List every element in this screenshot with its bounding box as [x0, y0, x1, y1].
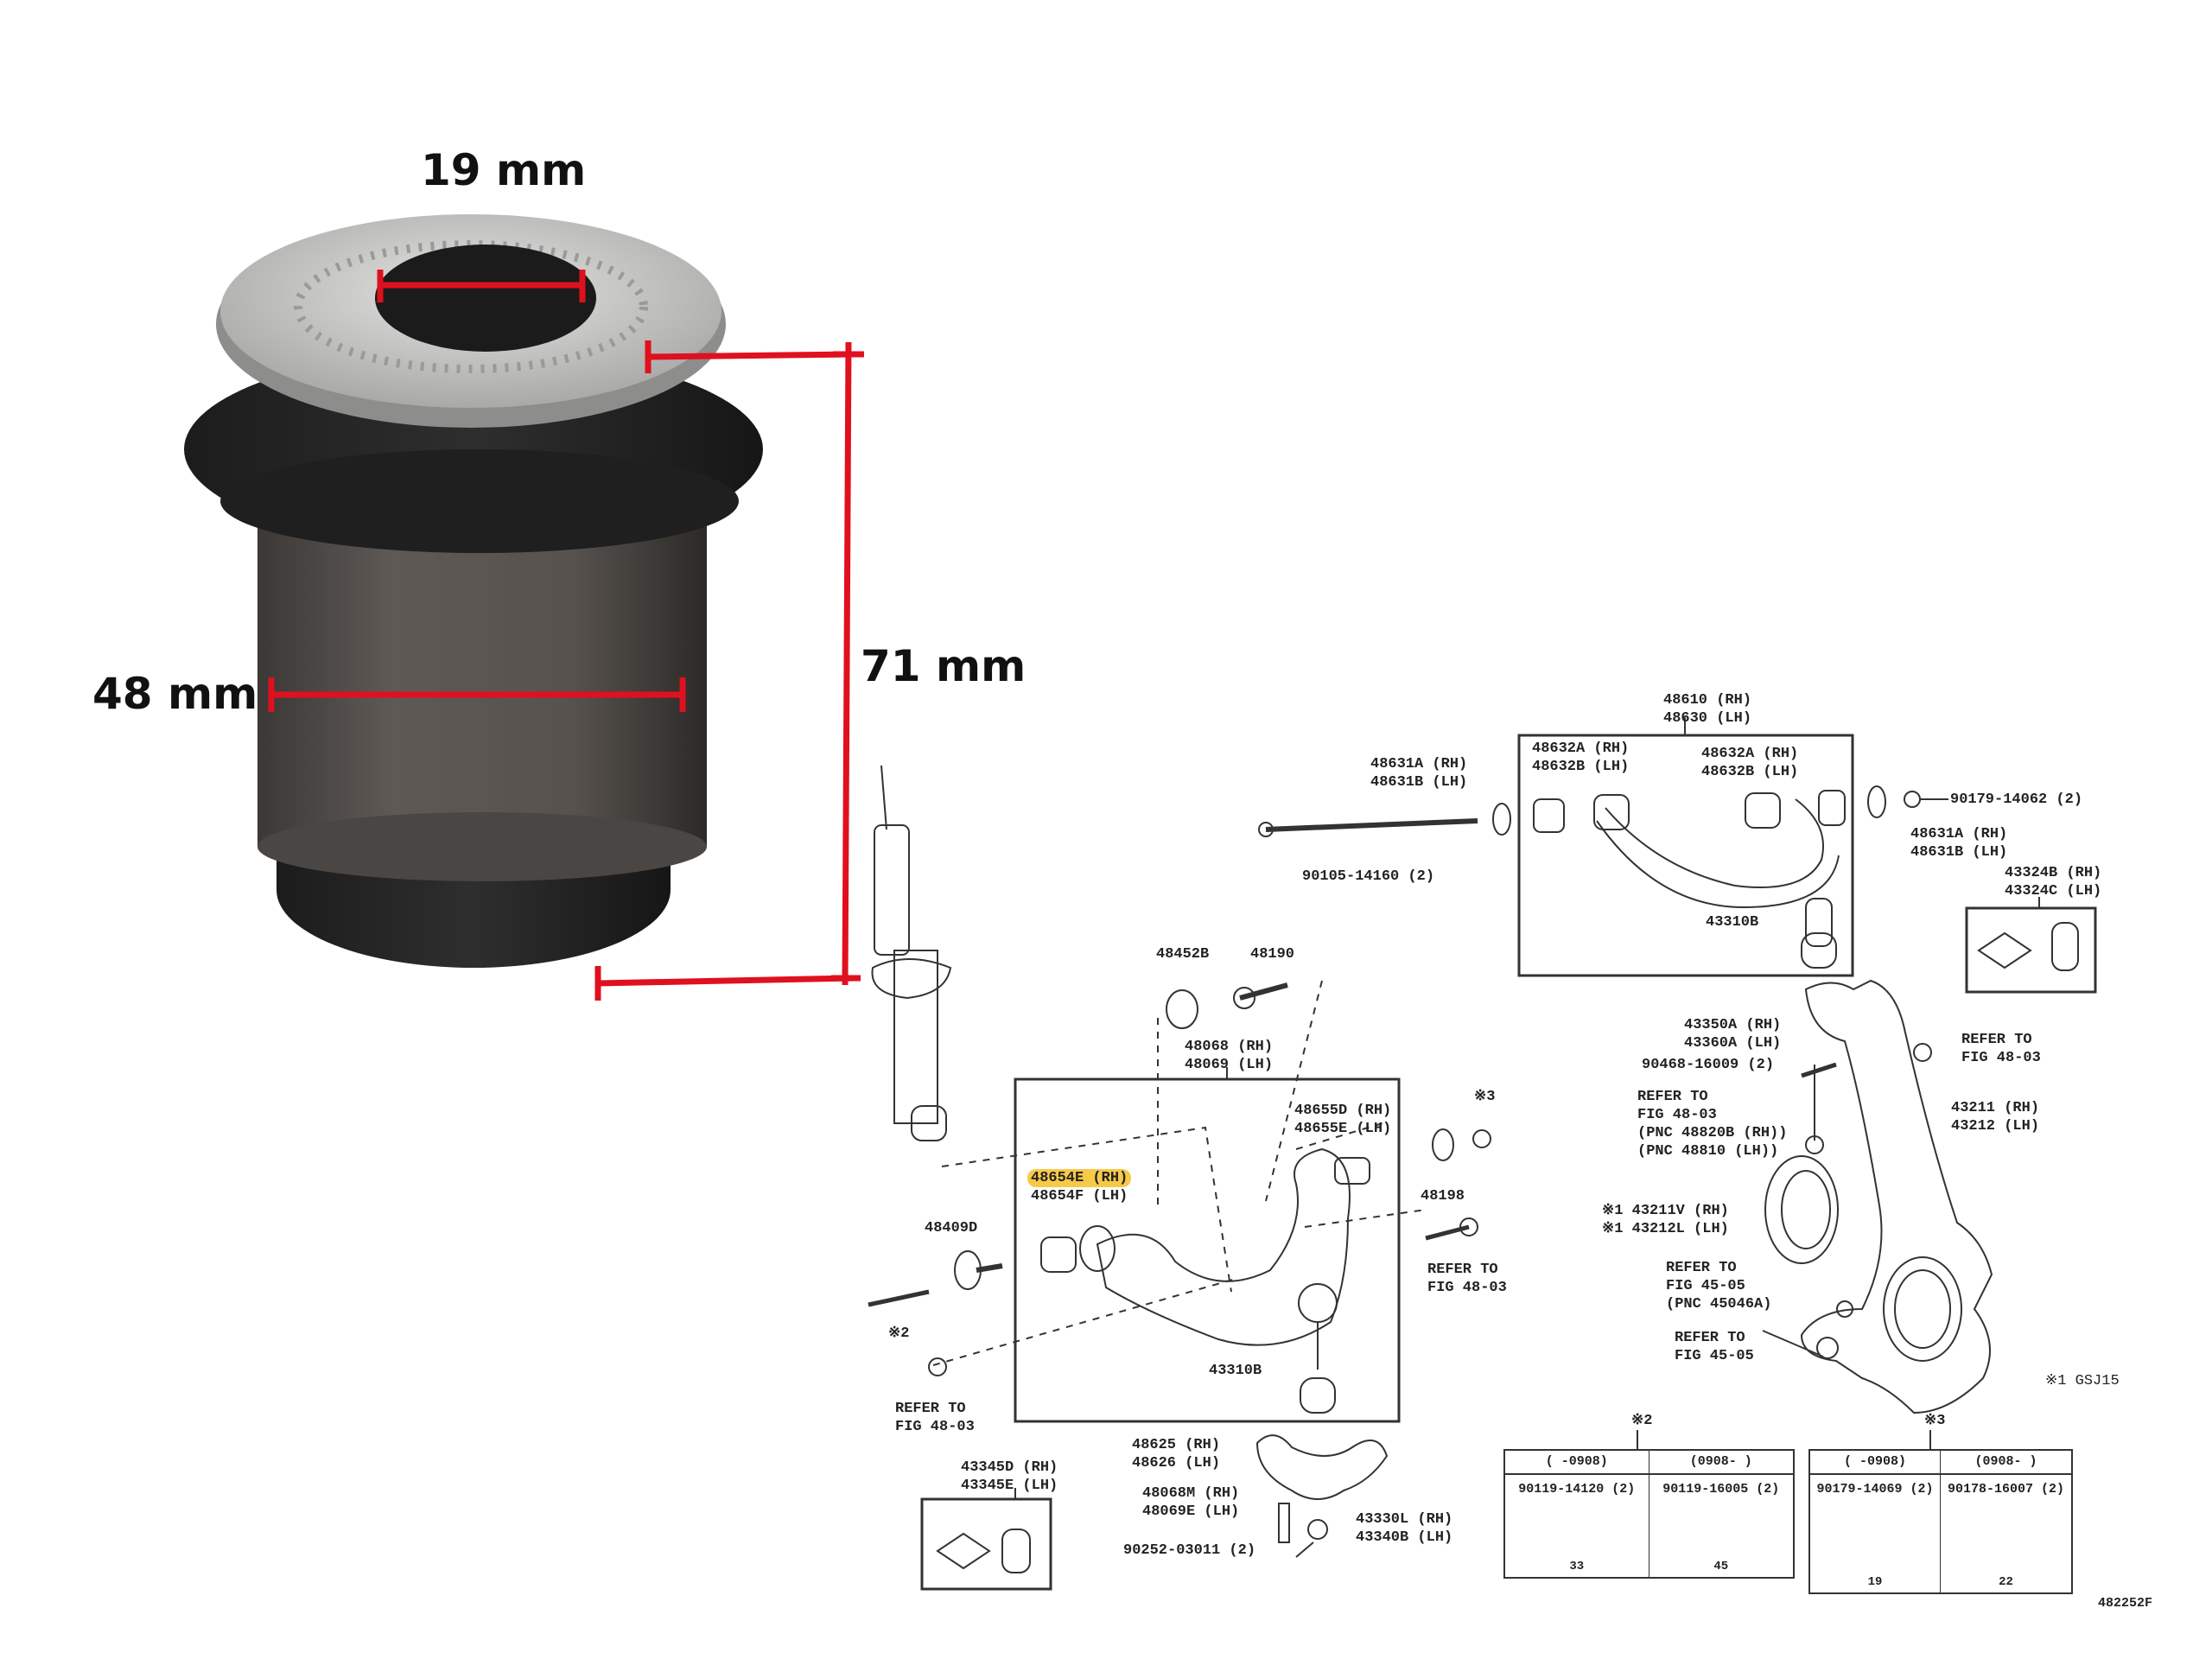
label-bracket: 43350A (RH)43360A (LH)	[1684, 1017, 1782, 1052]
label-upper-ball-nut: 43310B	[1706, 914, 1759, 931]
label-lower-bush-rear: 48655D (RH)48655E (LH)	[1294, 1103, 1392, 1137]
label-cam-left: 48631A (RH)48631B (LH)	[1370, 756, 1468, 791]
label-lower-boot-kit: 43345D (RH)43345E (LH)	[961, 1459, 1058, 1494]
outer-diameter-label: 48 mm	[92, 669, 258, 719]
label-note3b: ※3	[1924, 1413, 1946, 1429]
label-note2: ※2	[888, 1325, 910, 1342]
inner-bore	[375, 245, 596, 352]
parts-diagram-art	[868, 717, 2097, 1591]
label-cam-plate: 48198	[1421, 1188, 1465, 1205]
nut-table: ( -0908) (0908- ) 90179-14069 (2)19 9017…	[1808, 1449, 2073, 1594]
table-header: (0908- )	[1649, 1451, 1793, 1475]
label-gsj15: ※1 GSJ15	[2045, 1373, 2120, 1389]
table-header: ( -0908)	[1505, 1451, 1649, 1475]
label-cotter-pin: 90252-03011 (2)	[1123, 1542, 1256, 1559]
label-knuckle: 43211 (RH)43212 (LH)	[1951, 1100, 2040, 1135]
bushing-body	[257, 510, 707, 847]
height-label: 71 mm	[861, 641, 1027, 691]
bolt-table: ( -0908) (0908- ) 90119-14120 (2)33 9011…	[1503, 1449, 1795, 1579]
label-bracket-bolt: 90468-16009 (2)	[1642, 1057, 1775, 1073]
label-ball-bolt: 48068M (RH)48069E (LH)	[1142, 1485, 1240, 1520]
label-note2b: ※2	[1631, 1413, 1653, 1429]
label-cam-right: 48631A (RH)48631B (LH)	[1910, 826, 2008, 861]
inner-diameter-label: 19 mm	[421, 145, 587, 195]
label-upper-bolt: 90105-14160 (2)	[1302, 868, 1435, 885]
table-header: ( -0908)	[1810, 1451, 1941, 1475]
table-cell: 90119-16005 (2)45	[1662, 1482, 1780, 1573]
label-upper-arm: 48610 (RH)48630 (LH)	[1663, 692, 1752, 727]
table-cell: 90119-14120 (2)33	[1505, 1475, 1649, 1577]
highlighted-part-number: 48654E (RH)	[1027, 1169, 1132, 1187]
label-figure-id: 482252F	[2098, 1596, 2153, 1611]
label-cam: 48409D	[925, 1220, 978, 1236]
label-stopper-bolt: 48190	[1250, 946, 1295, 963]
label-ball-joint: 48625 (RH)48626 (LH)	[1132, 1437, 1221, 1471]
table-cell: 90179-14069 (2)19	[1810, 1475, 1941, 1592]
dimension-lines	[268, 270, 864, 1001]
label-lower-arm: 48068 (RH)48069 (LH)	[1185, 1039, 1274, 1073]
label-note3: ※3	[1474, 1089, 1496, 1105]
label-upper-bush-left: 48632A (RH)48632B (LH)	[1532, 741, 1630, 775]
label-upper-boot-kit: 43324B (RH)43324C (LH)	[2005, 865, 2102, 899]
label-knuckle-alt: ※1 43211V (RH)※1 43212L (LH)	[1602, 1203, 1729, 1237]
label-stopper: 48452B	[1156, 946, 1210, 963]
label-ball-joint-assy: 43330L (RH)43340B (LH)	[1356, 1511, 1453, 1546]
table-header: (0908- )	[1941, 1451, 2071, 1475]
label-lower-bush-front: 48654E (RH)48654F (LH)	[1027, 1169, 1132, 1205]
label-upper-nut: 90179-14062 (2)	[1950, 791, 2083, 808]
table-cell: 90178-16007 (2)22	[1947, 1482, 2065, 1589]
label-upper-bush-right: 48632A (RH)48632B (LH)	[1701, 746, 1799, 780]
label-lower-ball-nut: 43310B	[1209, 1363, 1262, 1379]
